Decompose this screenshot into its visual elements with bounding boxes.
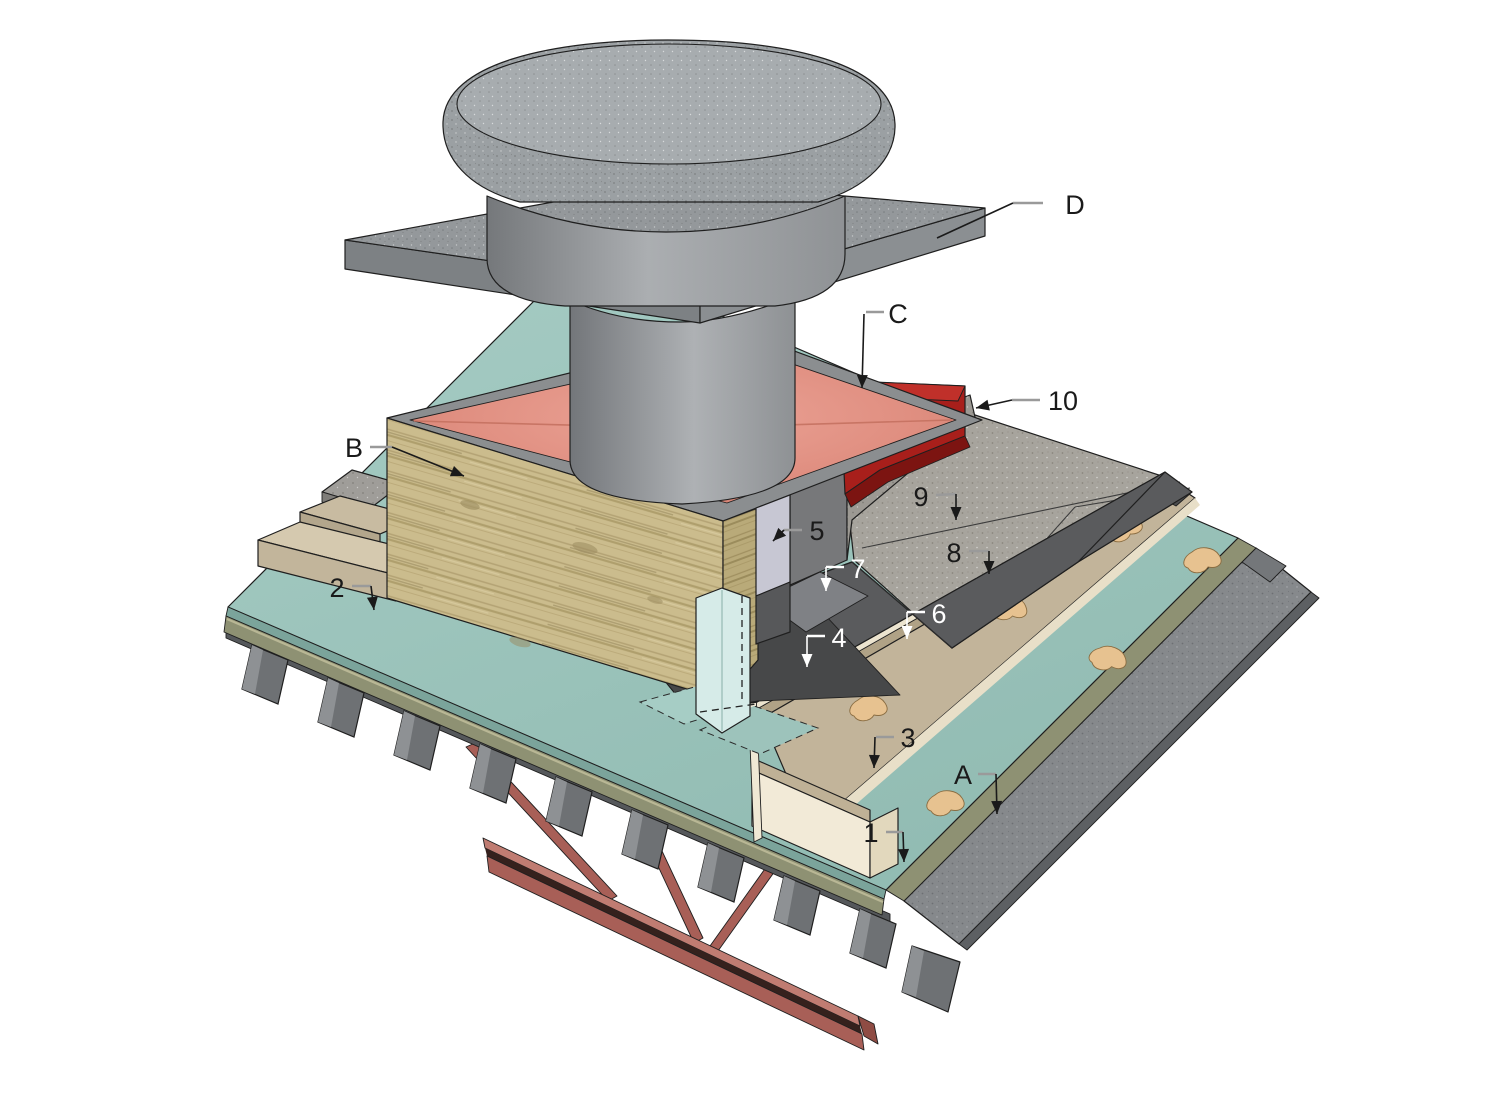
cap-top (456, 43, 882, 165)
label-B: B (345, 433, 363, 463)
cream-top-strip-ne (810, 498, 1200, 840)
label-8: 8 (946, 538, 961, 568)
duct-body (569, 295, 796, 505)
annotation-A: A (954, 760, 1003, 815)
leader-arrowhead (773, 527, 787, 541)
cap-drum (486, 195, 846, 307)
label-D: D (1065, 190, 1085, 220)
deck-se-lip (958, 591, 1320, 951)
annotation-5: 5 (772, 516, 825, 546)
cream-block-right (869, 807, 899, 879)
cyan-upright-flashing (695, 587, 751, 734)
lavender-corner-patch (755, 494, 791, 597)
annotation-10: 10 (975, 386, 1078, 416)
label-6: 6 (931, 599, 946, 629)
annotation-D: D (936, 190, 1085, 239)
label-2: 2 (329, 573, 344, 603)
label-5: 5 (809, 516, 824, 546)
annotation-7: 7 (820, 554, 866, 591)
leader-arrowhead (991, 800, 1003, 814)
label-10: 10 (1048, 386, 1078, 416)
leader-arrowhead (901, 626, 913, 639)
label-4: 4 (831, 623, 846, 653)
label-C: C (888, 299, 908, 329)
label-3: 3 (900, 723, 915, 753)
leader-arrowhead (868, 754, 880, 768)
annotation-C: C (856, 299, 908, 389)
leader-arrowhead (976, 399, 990, 411)
joist-chord-bottom (486, 855, 865, 1051)
leader-arrowhead (983, 561, 995, 574)
annotation-B: B (345, 433, 465, 477)
vent-cap (442, 39, 896, 307)
labels-layer: D C 10B 5 98 7 6 4 2 3A 1 (329, 190, 1085, 863)
joist-chord-end (857, 1015, 879, 1045)
annotation-3: 3 (868, 723, 916, 769)
leader-arrowhead (801, 654, 813, 667)
leader-arrowhead (449, 466, 464, 477)
label-7: 7 (850, 554, 865, 584)
annotation-2: 2 (329, 573, 378, 611)
label-A: A (954, 760, 972, 790)
annotation-9: 9 (913, 482, 962, 520)
corner-flashing (638, 494, 820, 755)
leader-arrowhead (366, 596, 378, 610)
label-1: 1 (863, 818, 878, 848)
leader-arrowhead (856, 374, 868, 388)
deck-corner-flute-facet (902, 946, 924, 997)
red-bar-kick (844, 435, 971, 508)
duct-cylinder (569, 295, 796, 505)
annotation-1: 1 (863, 818, 910, 863)
annotation-8: 8 (946, 538, 995, 574)
leader-arrowhead (898, 848, 910, 862)
leader-arrowhead (820, 578, 832, 591)
annotation-4: 4 (801, 623, 847, 667)
label-9: 9 (913, 482, 928, 512)
olive-board-sw-strip (223, 615, 885, 916)
leader-arrowhead (950, 507, 962, 520)
annotation-6: 6 (901, 599, 947, 639)
joist-chord-gap (485, 848, 862, 1034)
dark-corner-piece (755, 581, 791, 645)
